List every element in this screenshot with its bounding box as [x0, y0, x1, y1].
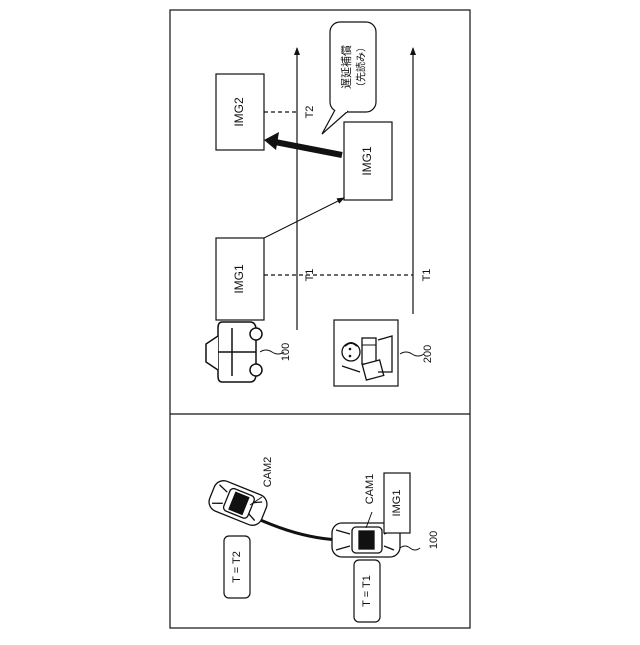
callout-text-line1: 遅延補償: [339, 45, 353, 89]
compensation-arrow-head: [264, 132, 279, 150]
cam1-label: CAM1: [364, 474, 376, 505]
compensation-arrow-shaft: [275, 142, 342, 155]
bottom-vehicle-ref-label: 100: [428, 531, 440, 549]
figure-frame: [170, 10, 470, 628]
img2-label: IMG2: [232, 97, 246, 127]
operator-ref-label: 200: [422, 345, 434, 363]
vehicle-icon: [206, 322, 262, 382]
img1-vehicle-label: IMG1: [232, 264, 246, 294]
operator-icon: [334, 320, 398, 386]
operator-leader-line: [400, 352, 424, 356]
img1-operator-label: IMG1: [360, 146, 374, 176]
transmission-arrow: [264, 198, 344, 238]
t1-operator-label: T1: [421, 269, 433, 282]
vehicle-at-t2: [206, 478, 270, 529]
delay-compensation-callout: [330, 22, 376, 112]
t1-vehicle-label: T1: [304, 269, 316, 282]
bottom-img1-label: IMG1: [391, 490, 403, 517]
cam2-label: CAM2: [262, 457, 274, 488]
time-t2-text: T = T2: [231, 551, 243, 583]
t2-label: T2: [304, 106, 316, 119]
time-t1-text: T = T1: [361, 575, 373, 607]
bottom-vehicle-leader: [400, 546, 420, 550]
vehicle-ref-label: 100: [280, 343, 292, 361]
callout-text-line2: （先読み）: [355, 42, 368, 92]
